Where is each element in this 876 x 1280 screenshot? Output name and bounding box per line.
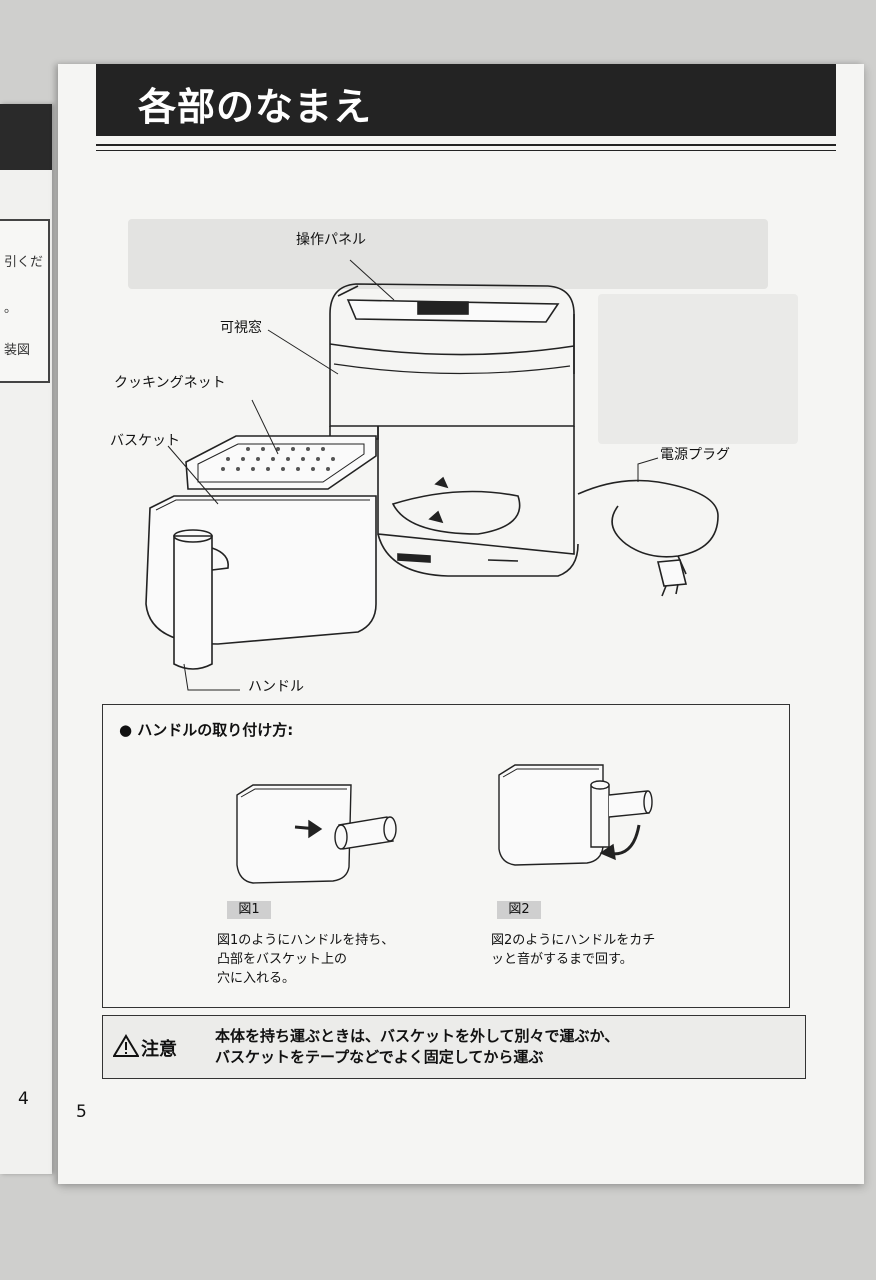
handle-installation-figures <box>236 764 653 884</box>
title-rule <box>96 150 836 151</box>
label-control-panel: 操作パネル <box>296 232 366 248</box>
page-title: 各部のなまえ <box>138 85 373 129</box>
handle-installation-box: ● ハンドルの取り付け方: <box>102 704 790 1008</box>
caution-box: 注意 本体を持ち運ぶときは、バスケットを外して別々で運ぶか、 バスケットをテープ… <box>102 1015 806 1079</box>
handle-installation-heading: ● ハンドルの取り付け方: <box>119 721 294 739</box>
caution-text: 本体を持ち運ぶときは、バスケットを外して別々で運ぶか、 バスケットをテープなどで… <box>215 1027 620 1066</box>
page-number: 5 <box>76 1102 87 1122</box>
fig1-instruction: 図1のようにハンドルを持ち、 凸部をバスケット上の 穴に入れる。 <box>217 933 395 986</box>
label-power-plug: 電源プラグ <box>660 447 730 463</box>
left-page-fragment: 装図 <box>4 343 31 358</box>
air-fryer-diagram <box>145 259 719 691</box>
caution-label: 注意 <box>141 1039 177 1060</box>
fig2-instruction: 図2のようにハンドルをカチ ッと音がするまで回す。 <box>491 933 656 967</box>
label-cooking-net: クッキングネット <box>114 375 226 391</box>
title-band: 各部のなまえ <box>96 64 836 136</box>
warning-triangle-icon <box>113 1034 139 1057</box>
left-page-title-band <box>0 104 52 170</box>
show-through-shading <box>598 294 798 444</box>
left-page-fragment: 引くだ <box>4 255 44 270</box>
label-window: 可視窓 <box>220 320 262 336</box>
fig2-tag: 図2 <box>497 901 541 919</box>
manual-page: 各部のなまえ <box>58 64 864 1184</box>
left-page: 引くだ 。 装図 4 <box>0 104 52 1174</box>
left-page-fragment: 。 <box>4 301 18 316</box>
left-page-number: 4 <box>18 1089 29 1109</box>
left-page-text-box: 引くだ 。 装図 <box>0 219 50 383</box>
title-rule <box>96 144 836 146</box>
show-through-shading <box>128 219 768 289</box>
fig1-tag: 図1 <box>227 901 271 919</box>
label-handle: ハンドル <box>248 679 304 695</box>
label-basket: バスケット <box>110 433 180 449</box>
